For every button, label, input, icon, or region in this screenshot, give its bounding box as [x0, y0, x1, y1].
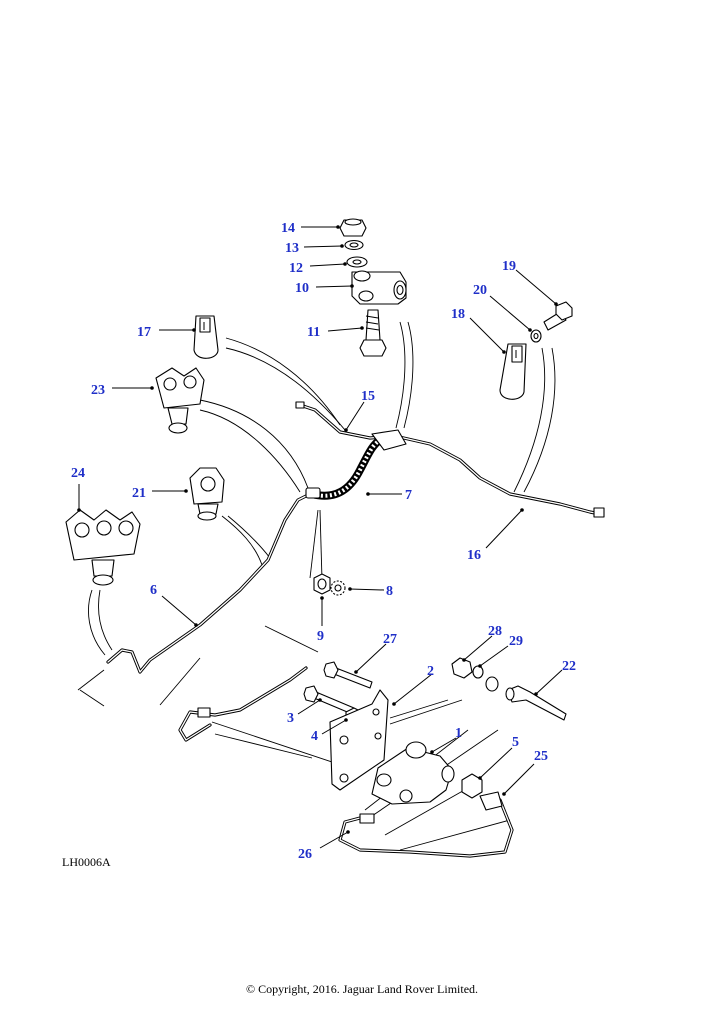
callout-16: 16: [467, 548, 481, 563]
bolt-3: [303, 685, 355, 715]
adaptor-5: [461, 773, 483, 799]
pipe-fittings: [197, 401, 605, 824]
callout-24: 24: [71, 466, 85, 481]
callout-8: 8: [386, 584, 393, 599]
callout-22: 22: [562, 659, 576, 674]
callout-27: 27: [383, 632, 397, 647]
nut-9: [313, 573, 331, 595]
bracket-2: [329, 689, 389, 791]
bolt-11: [359, 309, 387, 357]
callout-17: 17: [137, 325, 151, 340]
lock-washer-8: [330, 580, 346, 596]
callout-4: 4: [311, 729, 318, 744]
callout-18: 18: [451, 307, 465, 322]
nut-28: [451, 657, 473, 679]
nut-14: [339, 218, 367, 237]
p-clip-18: [499, 343, 527, 400]
callout-3: 3: [287, 711, 294, 726]
callout-15: 15: [361, 389, 375, 404]
callout-14: 14: [281, 221, 295, 236]
callout-29: 29: [509, 634, 523, 649]
callout-1: 1: [455, 726, 462, 741]
grouping-lines: [77, 321, 556, 851]
flexible-hose: [305, 436, 383, 500]
tee-piece-10: [351, 270, 407, 305]
callout-20: 20: [473, 283, 487, 298]
callout-13: 13: [285, 241, 299, 256]
callout-6: 6: [150, 583, 157, 598]
p-clip-17: [193, 315, 219, 359]
callout-labels: 1 2 3 4 5 6 7 8 9 10 11 12 13 14 15 16 1…: [71, 221, 576, 862]
fitting-25: [479, 791, 503, 811]
callout-19: 19: [502, 259, 516, 274]
bolt-27: [323, 661, 373, 689]
callout-21: 21: [132, 486, 146, 501]
callout-2: 2: [427, 664, 434, 679]
washer-20: [530, 329, 542, 343]
valve-1: [371, 741, 455, 805]
copyright-notice: © Copyright, 2016. Jaguar Land Rover Lim…: [245, 982, 479, 996]
callout-5: 5: [512, 735, 519, 750]
washer-12: [346, 256, 368, 268]
washer-28b: [485, 676, 499, 692]
callout-12: 12: [289, 261, 303, 276]
callout-28: 28: [488, 624, 502, 639]
washer-29: [472, 665, 484, 679]
diagram-reference-code: LH0006A: [62, 855, 111, 869]
double-clip-23: [155, 367, 205, 434]
callout-23: 23: [91, 383, 105, 398]
bolt-19: [543, 301, 573, 331]
callout-9: 9: [317, 629, 324, 644]
callout-7: 7: [405, 488, 412, 503]
triple-clip-24: [65, 509, 141, 586]
callout-25: 25: [534, 749, 548, 764]
bolt-22: [505, 685, 567, 721]
callout-26: 26: [298, 847, 312, 862]
callout-10: 10: [295, 281, 309, 296]
leader-lines: [77, 225, 563, 849]
washer-13: [344, 239, 364, 251]
single-clip-21: [189, 467, 225, 521]
callout-11: 11: [307, 325, 320, 340]
